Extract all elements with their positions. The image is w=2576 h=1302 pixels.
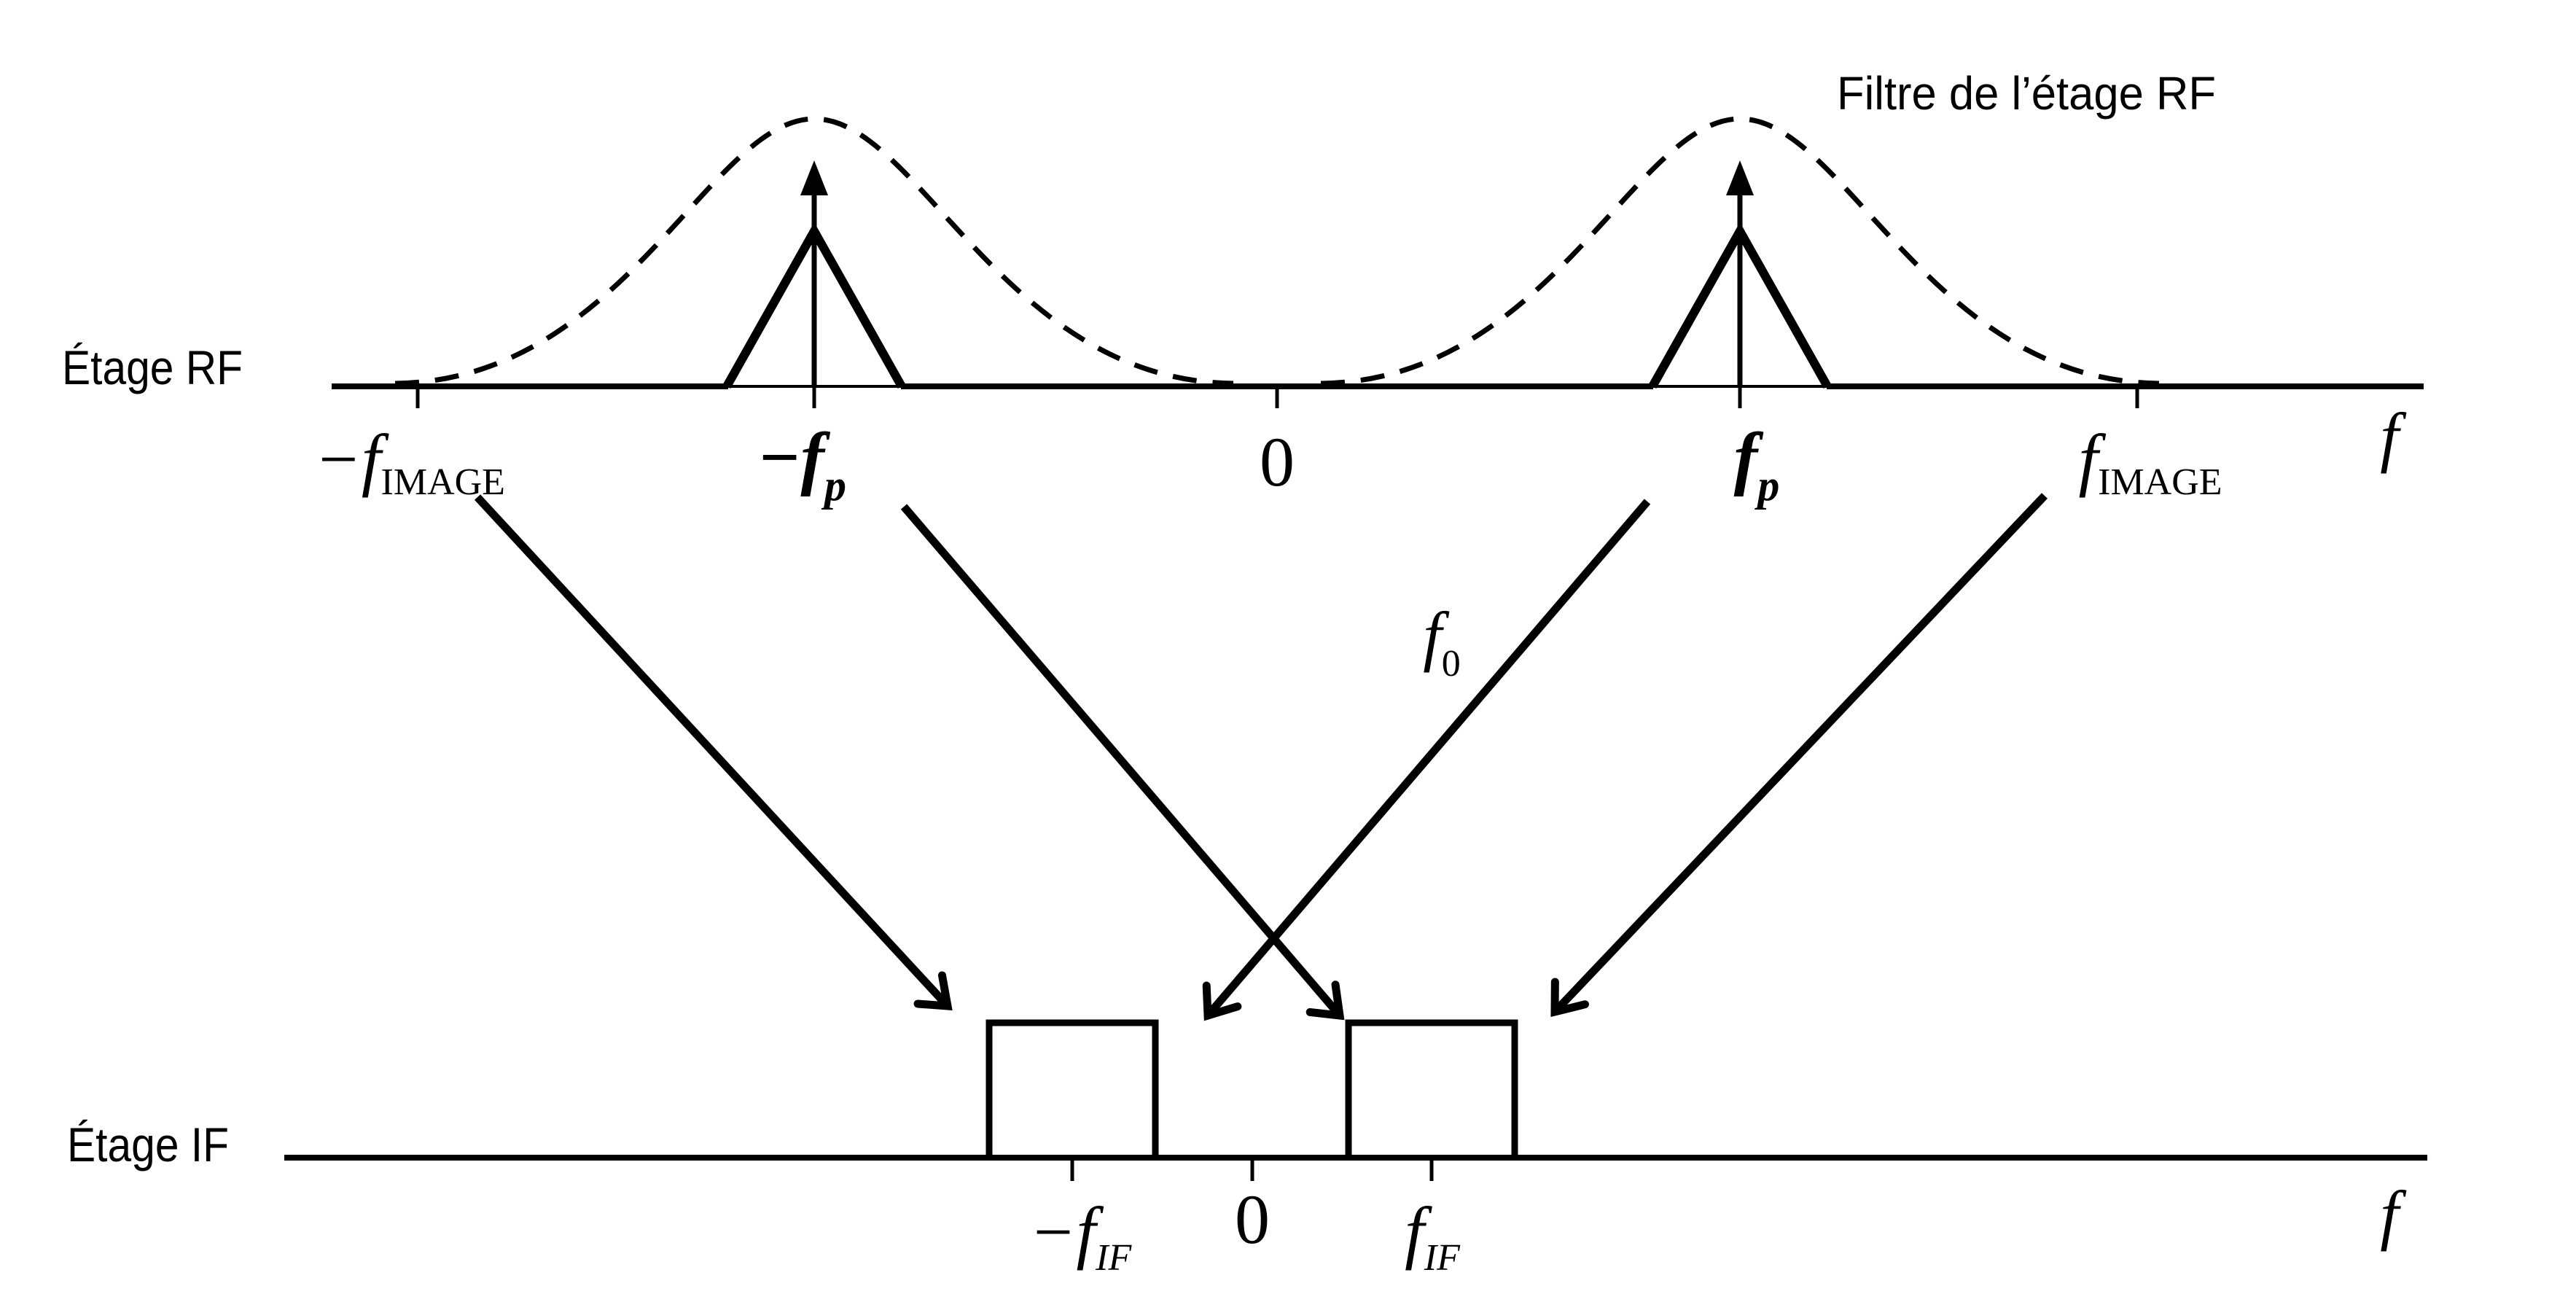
rf-stage-label: Étage RF (62, 340, 243, 394)
arrow-f-p-to-if (1202, 499, 1651, 1021)
rf-tick-label-f-image: fIMAGE (2078, 420, 2222, 503)
if-axis-label: f (2380, 1177, 2407, 1252)
rf-carrier-arrow-left (800, 160, 828, 386)
if-passband-box-left (985, 1019, 1159, 1158)
rf-filter-curve-right (1320, 116, 2160, 386)
if-stage-label: Étage IF (67, 1118, 229, 1172)
rf-filter-curve-left (394, 116, 1234, 386)
if-tick-label-zero: 0 (1235, 1180, 1270, 1258)
rf-tick-label-zero: 0 (1260, 423, 1295, 501)
arrow-f-image-to-if (1550, 493, 2048, 1018)
rf-carrier-arrow-right (1726, 160, 1754, 386)
rf-tick-label-neg-f-image: −fIMAGE (314, 420, 505, 503)
rf-axis-label: f (2380, 399, 2407, 474)
rf-filter-title: Filtre de l’étage RF (1837, 67, 2216, 120)
rf-tick-label-f-p: fp (1734, 418, 1780, 510)
rf-tick-label-neg-f-p: −fp (757, 418, 846, 510)
if-tick-label-f-if: fIF (1405, 1193, 1461, 1279)
arrow-neg-f-image-to-if (474, 494, 953, 1011)
arrow-up-icon (1726, 160, 1754, 195)
lo-frequency-label: f0 (1423, 599, 1461, 685)
if-passband-box-right (1345, 1019, 1518, 1158)
arrow-neg-f-p-to-if (900, 504, 1345, 1021)
if-tick-label-neg-f-if: −fIF (1029, 1193, 1133, 1279)
arrow-up-icon (800, 160, 828, 195)
